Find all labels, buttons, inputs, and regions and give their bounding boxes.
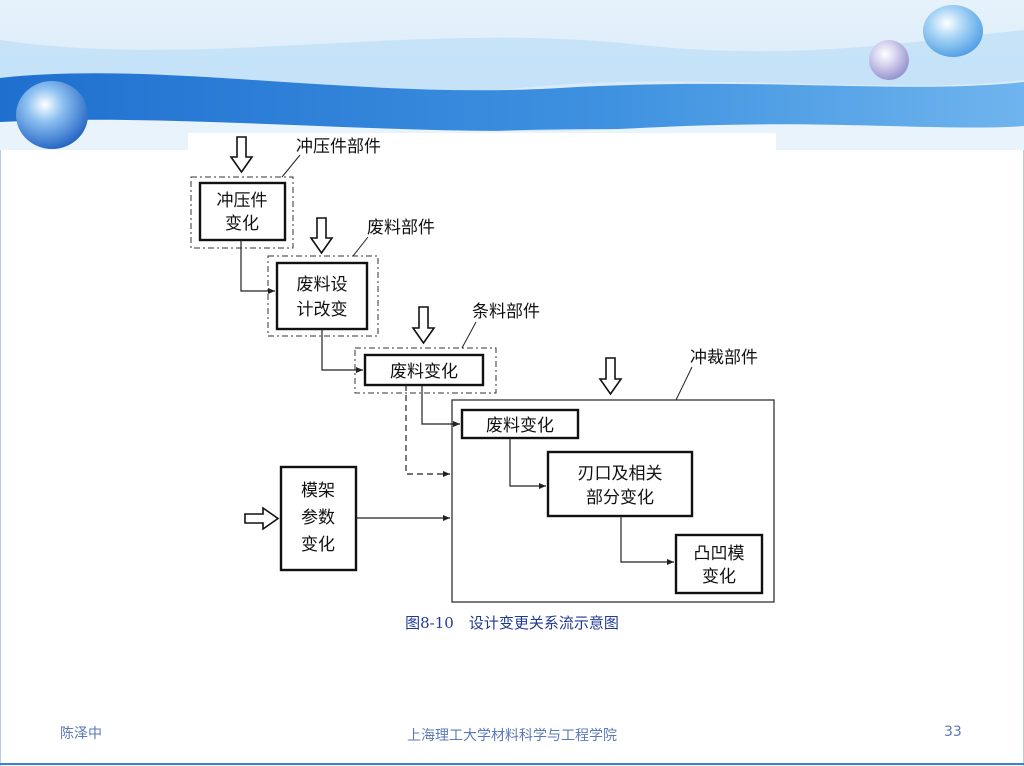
die-set-change-line3: 变化 (301, 535, 335, 555)
label-strip-part: 条料部件 (472, 302, 540, 322)
strip-group-box (354, 347, 497, 394)
footer-institution: 上海理工大学材料科学与工程学院 (407, 728, 617, 744)
input-arrows (229, 136, 623, 531)
flow-scrap-to-edge (509, 438, 546, 489)
input-arrow-scrap (309, 217, 334, 255)
input-arrow-blanking (598, 357, 623, 396)
scrap-design-change-line1: 废料设 (297, 275, 348, 295)
label-stamping-part: 冲压件部件 (296, 137, 381, 157)
input-arrow-strip (411, 306, 436, 345)
scrap-change-blanking-box (460, 408, 580, 440)
edge-change-line1: 刃口及相关 (578, 464, 663, 484)
stamping-change-box (198, 181, 287, 242)
die-set-change-line2: 参数 (301, 508, 335, 528)
punch-die-change-line2: 变化 (702, 567, 736, 587)
scrap-change-strip-label: 废料变化 (390, 362, 458, 382)
edge-change-box (546, 450, 694, 518)
label-scrap-part: 废料部件 (367, 218, 435, 238)
flow-edge-to-punch-die (620, 516, 674, 565)
die-set-change-line1: 模架 (301, 481, 335, 501)
scrap-design-change-line2: 计改变 (297, 300, 348, 320)
scrap-group-box (267, 255, 379, 337)
leader-blanking (675, 366, 693, 401)
punch-die-change-box (674, 533, 764, 595)
leader-strip (461, 321, 477, 349)
stamping-change-line2: 变化 (225, 214, 259, 234)
scrap-change-strip-box (363, 353, 485, 387)
flow-scrap-to-strip (321, 329, 363, 373)
punch-die-change-line1: 凸凹模 (694, 544, 745, 564)
die-set-change-box (279, 465, 358, 572)
leader-stamping (281, 154, 301, 178)
label-blanking-part: 冲裁部件 (690, 348, 758, 368)
header-band (0, 0, 1024, 150)
flow-stamping-to-scrap (240, 240, 275, 294)
bottom-frame-line (0, 763, 1024, 765)
input-arrow-stamping (229, 136, 254, 174)
scrap-change-blanking-label: 废料变化 (486, 416, 554, 436)
page-number: 33 (944, 724, 962, 740)
blanking-region (451, 399, 775, 603)
left-frame-line (0, 150, 1, 766)
figure-caption: 图8-10 设计变更关系流示意图 (405, 614, 619, 632)
edge-change-line2: 部分变化 (586, 488, 654, 508)
input-arrow-die-set (244, 506, 280, 531)
footer-author: 陈泽中 (60, 726, 102, 742)
stamping-change-line1: 冲压件 (217, 191, 268, 211)
flow-strip-to-blanking (421, 385, 460, 427)
leader-scrap (352, 236, 369, 257)
stamping-group-box (190, 176, 294, 249)
